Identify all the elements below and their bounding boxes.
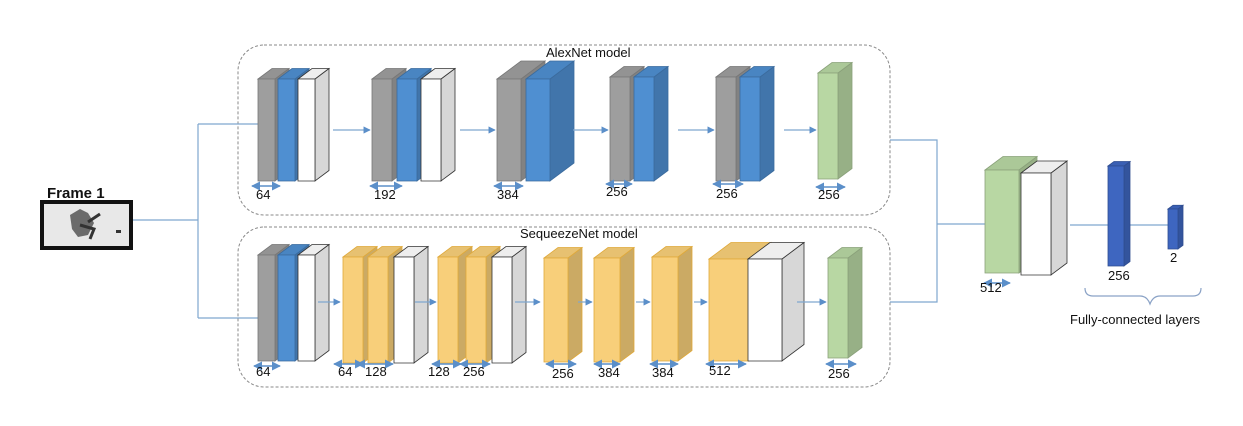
block-face <box>437 256 459 364</box>
block-face <box>677 245 693 362</box>
block-face <box>1107 165 1125 267</box>
squeezenet-dim-4: 128 <box>428 364 450 379</box>
alexnet-dim-3: 384 <box>497 187 519 202</box>
alex-norm-5 <box>738 65 776 182</box>
block-face <box>420 78 442 182</box>
frame-thumbnail <box>40 200 133 250</box>
block-face <box>739 76 761 182</box>
block-face <box>708 258 750 362</box>
layer-blocks <box>256 60 1185 364</box>
block-face <box>543 257 569 363</box>
fusion-pool <box>1019 160 1069 276</box>
fc-bracket <box>1084 287 1202 306</box>
alexnet-dim-6: 256 <box>818 187 840 202</box>
block-face <box>396 78 418 182</box>
alex-norm-3 <box>524 60 576 182</box>
block-face <box>593 257 621 363</box>
dimension-markers <box>251 179 1011 371</box>
block-face <box>817 72 839 180</box>
alexnet-dim-1: 64 <box>256 187 270 202</box>
block-face <box>847 246 863 359</box>
block-face <box>393 256 415 364</box>
squeezenet-dim-1: 64 <box>256 364 270 379</box>
block-face <box>314 243 330 362</box>
squeeze-fire-6 <box>542 246 584 363</box>
block-face <box>1020 172 1052 276</box>
block-face <box>257 254 276 362</box>
alexnet-panel <box>237 44 891 216</box>
block-face <box>367 256 389 364</box>
fc-layer-1 <box>1106 160 1132 267</box>
block-face <box>653 65 669 182</box>
squeeze-pool-4 <box>746 241 806 362</box>
squeezenet-dimensions: 64 64 128 128 256 256 384 384 512 256 <box>256 363 850 381</box>
block-face <box>511 245 527 364</box>
block-face <box>371 78 393 182</box>
fusion-dim: 512 <box>980 280 1002 295</box>
squeezenet-dim-2: 64 <box>338 364 352 379</box>
block-face <box>651 256 679 362</box>
block-face <box>609 76 631 182</box>
block-face <box>277 78 296 182</box>
block-face <box>567 246 583 363</box>
block-face <box>715 76 737 182</box>
squeezenet-dim-8: 384 <box>652 365 674 380</box>
squeeze-feature <box>826 246 864 359</box>
alex-norm-4 <box>632 65 670 182</box>
block-face <box>759 65 775 182</box>
block-face <box>747 258 783 362</box>
fc-caption: Fully-connected layers <box>1070 312 1201 327</box>
block-face <box>1050 160 1068 276</box>
block-face <box>1177 204 1184 250</box>
squeezenet-title: SequeezeNet model <box>520 226 638 241</box>
alexnet-title: AlexNet model <box>546 45 631 60</box>
block-face <box>1167 208 1179 250</box>
alex-pool-1 <box>296 67 331 182</box>
alex-pool-2 <box>419 67 457 182</box>
block-face <box>837 61 853 180</box>
alex-feature <box>816 61 854 180</box>
squeezenet-dim-3: 128 <box>365 364 387 379</box>
alexnet-dimensions: 64 192 384 256 256 256 <box>256 184 840 202</box>
block-face <box>440 67 456 182</box>
squeezenet-dim-7: 384 <box>598 365 620 380</box>
block-face <box>496 78 522 182</box>
block-face <box>984 169 1020 274</box>
alexnet-dim-4: 256 <box>606 184 628 199</box>
fc-dim-2: 2 <box>1170 250 1177 265</box>
squeeze-pool-2 <box>392 245 430 364</box>
squeezenet-dim-9: 512 <box>709 363 731 378</box>
block-face <box>1123 160 1131 267</box>
block-face <box>413 245 429 364</box>
squeeze-pool-3 <box>490 245 528 364</box>
squeezenet-dim-5: 256 <box>463 364 485 379</box>
block-face <box>257 78 276 182</box>
block-face <box>342 256 364 364</box>
fc-dim-1: 256 <box>1108 268 1130 283</box>
squeezenet-dim-10: 256 <box>828 366 850 381</box>
connectors <box>133 123 1168 319</box>
squeezenet-dim-6: 256 <box>552 366 574 381</box>
squeezenet-panel <box>237 226 891 388</box>
squeeze-pool-1 <box>296 243 331 362</box>
flow-arrows <box>318 126 827 306</box>
block-face <box>277 254 296 362</box>
block-face <box>525 78 551 182</box>
fc-layer-2 <box>1166 204 1185 250</box>
block-face <box>297 78 316 182</box>
alexnet-dim-5: 256 <box>716 186 738 201</box>
block-face <box>549 60 575 182</box>
squeeze-fire-8 <box>650 245 694 362</box>
block-face <box>297 254 316 362</box>
block-face <box>633 76 655 182</box>
block-face <box>491 256 513 364</box>
frame-title: Frame 1 <box>47 185 105 202</box>
block-face <box>314 67 330 182</box>
squeeze-fire-7 <box>592 246 636 363</box>
block-face <box>465 256 487 364</box>
block-face <box>619 246 635 363</box>
alexnet-dim-2: 192 <box>374 187 396 202</box>
block-face <box>827 257 849 359</box>
